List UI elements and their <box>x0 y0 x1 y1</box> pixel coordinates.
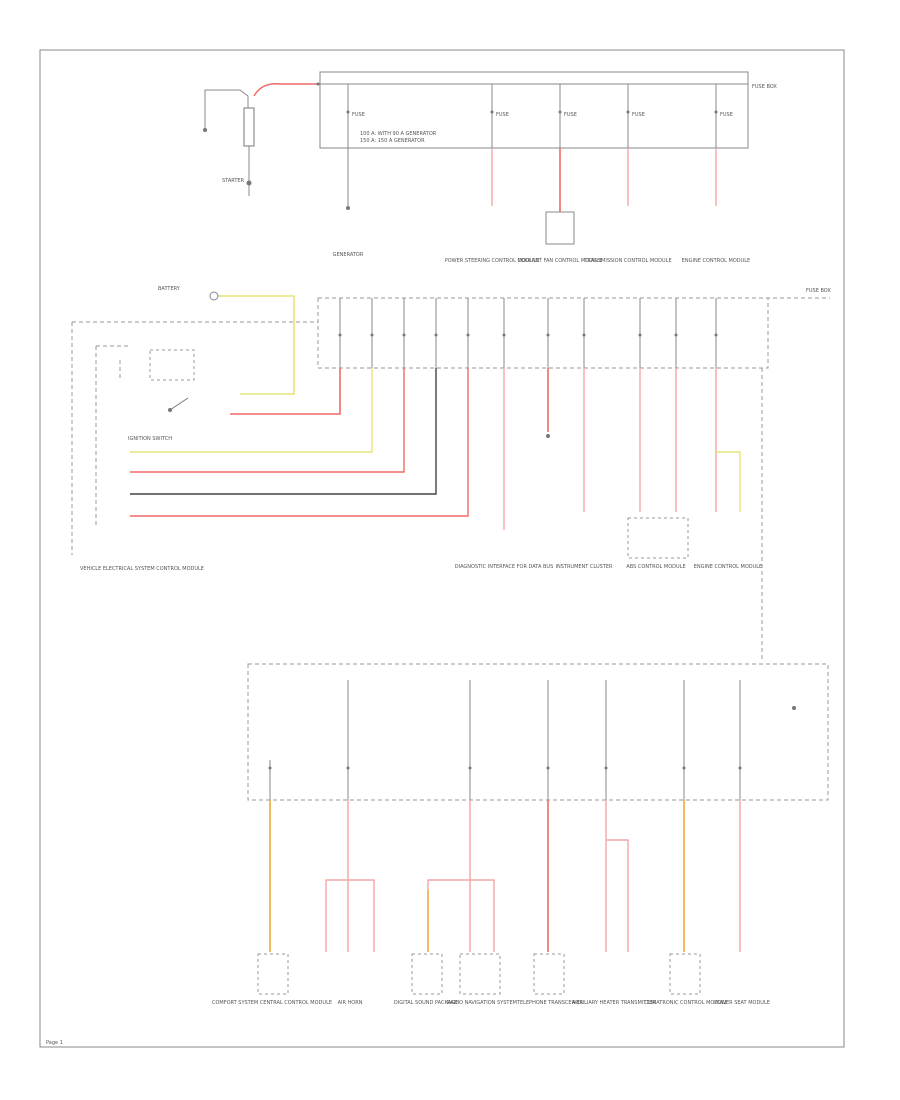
mid-module-4: ENGINE CONTROL MODULE <box>694 564 762 570</box>
top-fuse-note-1: 100 A: WITH 90 A GENERATOR <box>360 131 437 137</box>
top-fuse-note-2: 150 A: 150 A GENERATOR <box>360 138 425 144</box>
svg-text:BATTERY: BATTERY <box>158 286 181 292</box>
bottom-module-7: CLIMATRONIC CONTROL MODULE <box>644 1000 728 1006</box>
svg-text:FUSE: FUSE <box>352 112 365 118</box>
svg-text:FUSE: FUSE <box>720 112 733 118</box>
top-fuse-drops: FUSE FUSE FUSE FUSE FUSE <box>346 84 733 245</box>
mid-module-2: INSTRUMENT CLUSTER <box>556 564 614 570</box>
diagram-frame <box>39 49 845 1048</box>
top-module-4: ENGINE CONTROL MODULE <box>682 258 750 264</box>
svg-text:FUSE: FUSE <box>496 112 509 118</box>
svg-text:FUSE: FUSE <box>632 112 645 118</box>
top-module-2: COOLANT FAN CONTROL MODULE <box>518 258 603 264</box>
bottom-module-5: TELEPHONE TRANSCEIVER <box>516 1000 584 1006</box>
ignition-switch-section: IGNITION SWITCH VEHICLE ELECTRICAL SYSTE… <box>71 321 318 572</box>
bottom-module-boxes <box>257 953 701 995</box>
bottom-module-8: POWER SEAT MODULE <box>714 1000 770 1006</box>
yellow-sense-wire <box>218 295 295 395</box>
central-electrical-label: VEHICLE ELECTRICAL SYSTEM CONTROL MODULE <box>80 566 204 572</box>
bottom-wires <box>269 800 741 952</box>
battery-cable-red <box>253 83 320 97</box>
top-fuse-box <box>319 71 749 149</box>
bottom-fuse-drops <box>268 680 796 800</box>
bottom-fuse-box <box>247 663 829 801</box>
mid-module-3: ABS CONTROL MODULE <box>626 564 685 570</box>
page-ref: Page 1 <box>46 1040 63 1046</box>
ignition-wires <box>130 368 469 517</box>
bottom-module-6: AUXILIARY HEATER TRANSMITTER <box>572 1000 656 1006</box>
ignition-switch-label: IGNITION SWITCH <box>128 436 172 442</box>
bottom-module-2: AIR HORN <box>338 1000 363 1006</box>
mid-module-drops <box>503 368 763 660</box>
bottom-module-4: RADIO NAVIGATION SYSTEM <box>447 1000 517 1006</box>
starter-section: STARTER <box>203 82 320 196</box>
fuse-box-top-label: FUSE BOX <box>752 84 777 90</box>
starter-coil <box>243 107 255 147</box>
fuse-box-mid-label: FUSE BOX <box>806 288 831 294</box>
top-module-1: POWER STEERING CONTROL MODULE <box>445 258 540 264</box>
top-module-3: TRANSMISSION CONTROL MODULE <box>583 258 671 264</box>
bottom-module-1: COMFORT SYSTEM CENTRAL CONTROL MODULE <box>212 1000 332 1006</box>
mid-fuse-box <box>317 297 769 369</box>
svg-text:FUSE: FUSE <box>564 112 577 118</box>
bottom-module-3: DIGITAL SOUND PACKAGE <box>394 1000 458 1006</box>
starter-label: STARTER <box>222 178 245 184</box>
mid-module-1: DIAGNOSTIC INTERFACE FOR DATA BUS <box>455 564 554 570</box>
mid-fuse-drops <box>338 298 718 410</box>
generator-label: GENERATOR <box>333 252 364 258</box>
